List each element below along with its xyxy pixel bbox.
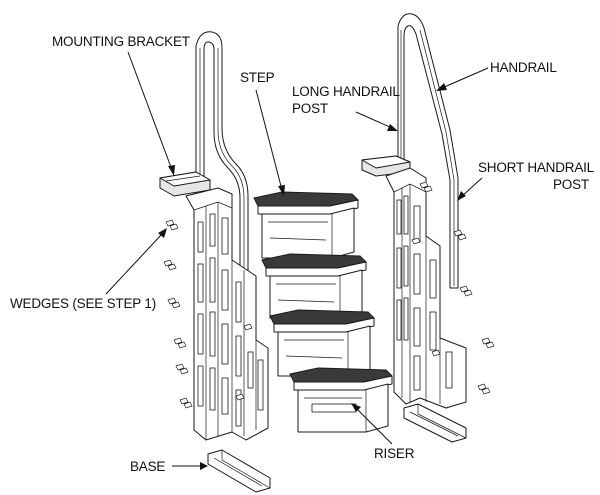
label-mounting-bracket: MOUNTING BRACKET (52, 34, 190, 49)
callout-leaders (105, 51, 489, 470)
right-side-frame (385, 167, 467, 409)
label-long-handrail-post-line1: LONG HANDRAIL (292, 84, 400, 99)
label-long-handrail-post-line2: POST (292, 101, 328, 116)
label-base: BASE (130, 459, 165, 474)
label-wedges: WEDGES (SEE STEP 1) (10, 296, 156, 311)
step-2 (261, 253, 368, 319)
right-handrail (397, 13, 459, 289)
label-short-handrail-post-line2: POST (553, 177, 589, 192)
wedges (163, 181, 495, 409)
label-short-handrail-post-line1: SHORT HANDRAIL (478, 160, 595, 175)
step-4 (289, 367, 394, 433)
right-base (403, 403, 467, 443)
step-1 (253, 191, 360, 259)
label-handrail: HANDRAIL (490, 60, 557, 75)
step-3 (269, 309, 376, 377)
left-side-frame (185, 187, 269, 441)
label-step: STEP (240, 70, 275, 85)
left-mounting-bracket (159, 171, 211, 197)
label-riser: RISER (374, 446, 415, 461)
left-base (207, 449, 271, 493)
